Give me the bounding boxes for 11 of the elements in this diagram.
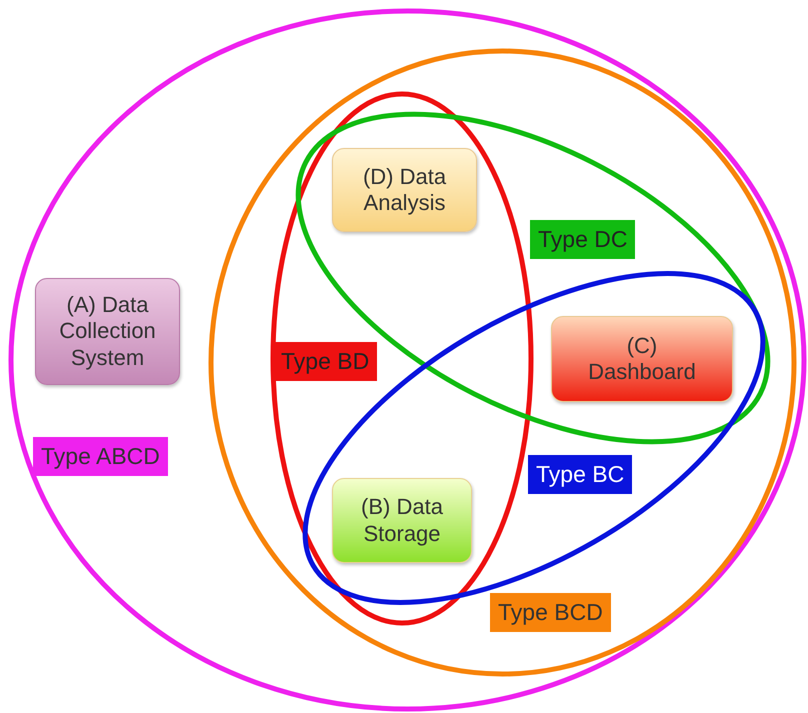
process-box: (D) Data Analysis [332, 148, 477, 232]
set-label: Type ABCD [33, 437, 168, 476]
process-box: (B) Data Storage [332, 478, 472, 563]
set-label: Type BCD [490, 593, 611, 632]
set-label: Type BD [273, 342, 378, 381]
set-ellipse [208, 48, 797, 677]
process-box: (C) Dashboard [551, 316, 733, 402]
set-label: Type BC [528, 455, 632, 494]
process-box: (A) Data Collection System [35, 278, 180, 385]
set-label: Type DC [530, 220, 636, 259]
set-ellipse [8, 8, 807, 712]
